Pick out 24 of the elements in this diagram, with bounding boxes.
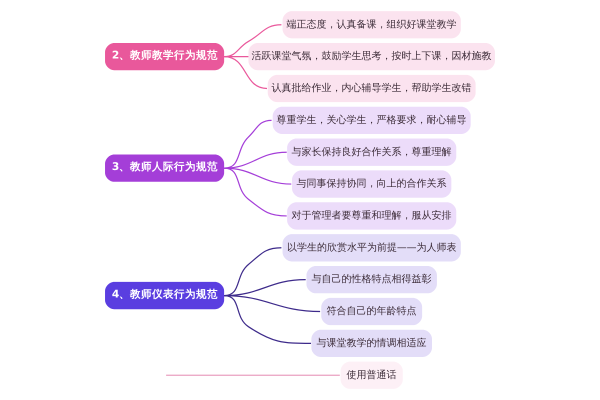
connector — [224, 56, 268, 90]
node-box: 认真批给作业，内心辅导学生，帮助学生改错 — [268, 74, 476, 102]
connector — [224, 294, 311, 344]
node-box: 2、教师教学行为规范 — [105, 42, 224, 70]
connector — [166, 374, 340, 376]
node-box: 活跃课堂气氛，鼓励学生思考，按时上下课，因材施教 — [248, 42, 495, 70]
node-box: 与自己的性格特点相得益彰 — [306, 266, 437, 294]
node-box: 对于管理者要尊重和理解，服从安排 — [287, 202, 456, 230]
node-box: 与家长保持良好合作关系，尊重理解 — [287, 138, 456, 166]
connector — [224, 168, 287, 217]
node-box: 与同事保持协同，向上的合作关系 — [292, 170, 452, 198]
node-box: 使用普通话 — [340, 362, 403, 389]
node-box: 以学生的欣赏水平为前提——为人师表 — [282, 234, 461, 262]
connector — [224, 120, 272, 169]
connector — [224, 168, 292, 185]
connector — [224, 24, 282, 58]
node-box: 3、教师人际行为规范 — [105, 154, 224, 182]
node-box: 端正态度，认真备课，组织好课堂教学 — [282, 11, 461, 38]
connector — [224, 247, 282, 296]
connector — [224, 294, 320, 312]
node-box: 与课堂教学的情调相适应 — [311, 330, 432, 358]
node-box: 符合自己的年龄特点 — [321, 298, 422, 326]
node-box: 4、教师仪表行为规范 — [105, 282, 224, 310]
node-box: 尊重学生，关心学生，严格要求，耐心辅导 — [272, 106, 471, 134]
